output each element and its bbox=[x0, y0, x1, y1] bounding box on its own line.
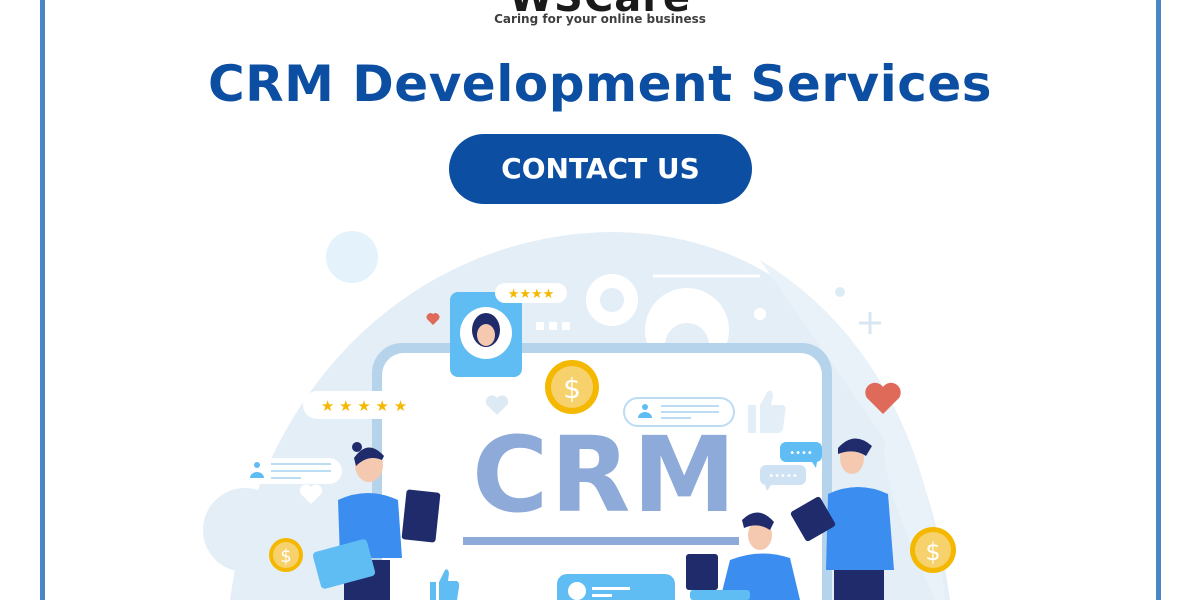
thumbs-up-icon bbox=[430, 569, 460, 600]
brand-tagline: Caring for your online business bbox=[494, 12, 706, 26]
plus-icon bbox=[859, 312, 881, 334]
decor-circle bbox=[326, 231, 378, 283]
chat-bubble-icon: •••• bbox=[780, 442, 822, 468]
frame-border-right bbox=[1156, 0, 1161, 600]
heart-icon bbox=[865, 382, 901, 414]
person-woman bbox=[312, 442, 441, 600]
svg-text:$: $ bbox=[563, 372, 581, 405]
svg-text:••••: •••• bbox=[789, 448, 813, 459]
thumbs-up-icon bbox=[748, 390, 786, 433]
svg-text:$: $ bbox=[925, 538, 940, 566]
frame-border-left bbox=[40, 0, 45, 600]
heart-icon bbox=[426, 313, 440, 325]
chat-bubble-icon: ••••• bbox=[760, 465, 806, 491]
svg-text:★ ★ ★ ★ ★: ★ ★ ★ ★ ★ bbox=[321, 397, 407, 415]
brand-logo: WSCare bbox=[500, 0, 700, 18]
dollar-coin-icon: $ bbox=[545, 360, 599, 414]
person-man-standing bbox=[790, 438, 894, 600]
svg-text:★★★★: ★★★★ bbox=[508, 287, 555, 302]
person-man-sitting bbox=[686, 512, 800, 600]
dollar-coin-icon: $ bbox=[269, 538, 303, 572]
svg-text:•••••: ••••• bbox=[768, 471, 798, 482]
rating-bubble-left: ★ ★ ★ ★ ★ bbox=[303, 391, 423, 419]
user-profile-card-icon bbox=[623, 397, 735, 427]
svg-text:$: $ bbox=[280, 546, 291, 567]
rating-bubble-top: ★★★★ bbox=[495, 283, 567, 303]
user-profile-card-icon bbox=[250, 458, 342, 484]
page-title: CRM Development Services bbox=[207, 55, 993, 113]
crm-underline bbox=[463, 537, 739, 545]
crm-illustration-label: CRM bbox=[472, 414, 738, 536]
contact-us-button[interactable]: CONTACT US bbox=[449, 134, 752, 204]
dollar-coin-icon: $ bbox=[910, 527, 956, 573]
